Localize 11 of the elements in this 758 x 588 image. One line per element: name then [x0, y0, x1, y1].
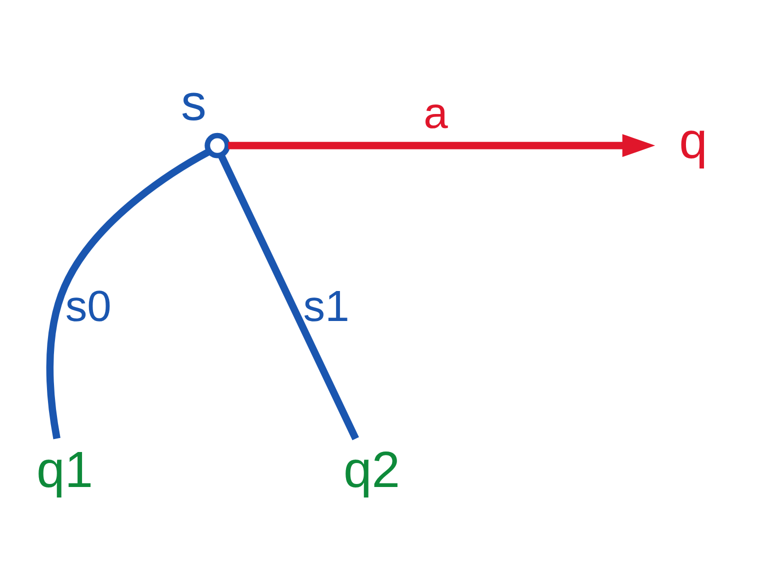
edge-label: s0: [65, 282, 112, 331]
node-text: q: [679, 112, 708, 169]
node-circle: [204, 132, 230, 158]
connector: [218, 153, 359, 440]
edge-label: a: [424, 89, 448, 138]
connector: [46, 148, 211, 439]
node-label: s: [181, 73, 206, 130]
node-text: q2: [343, 440, 400, 498]
edge-label: s1: [303, 282, 350, 331]
arrow: [228, 134, 656, 157]
node-text: q1: [36, 440, 94, 498]
